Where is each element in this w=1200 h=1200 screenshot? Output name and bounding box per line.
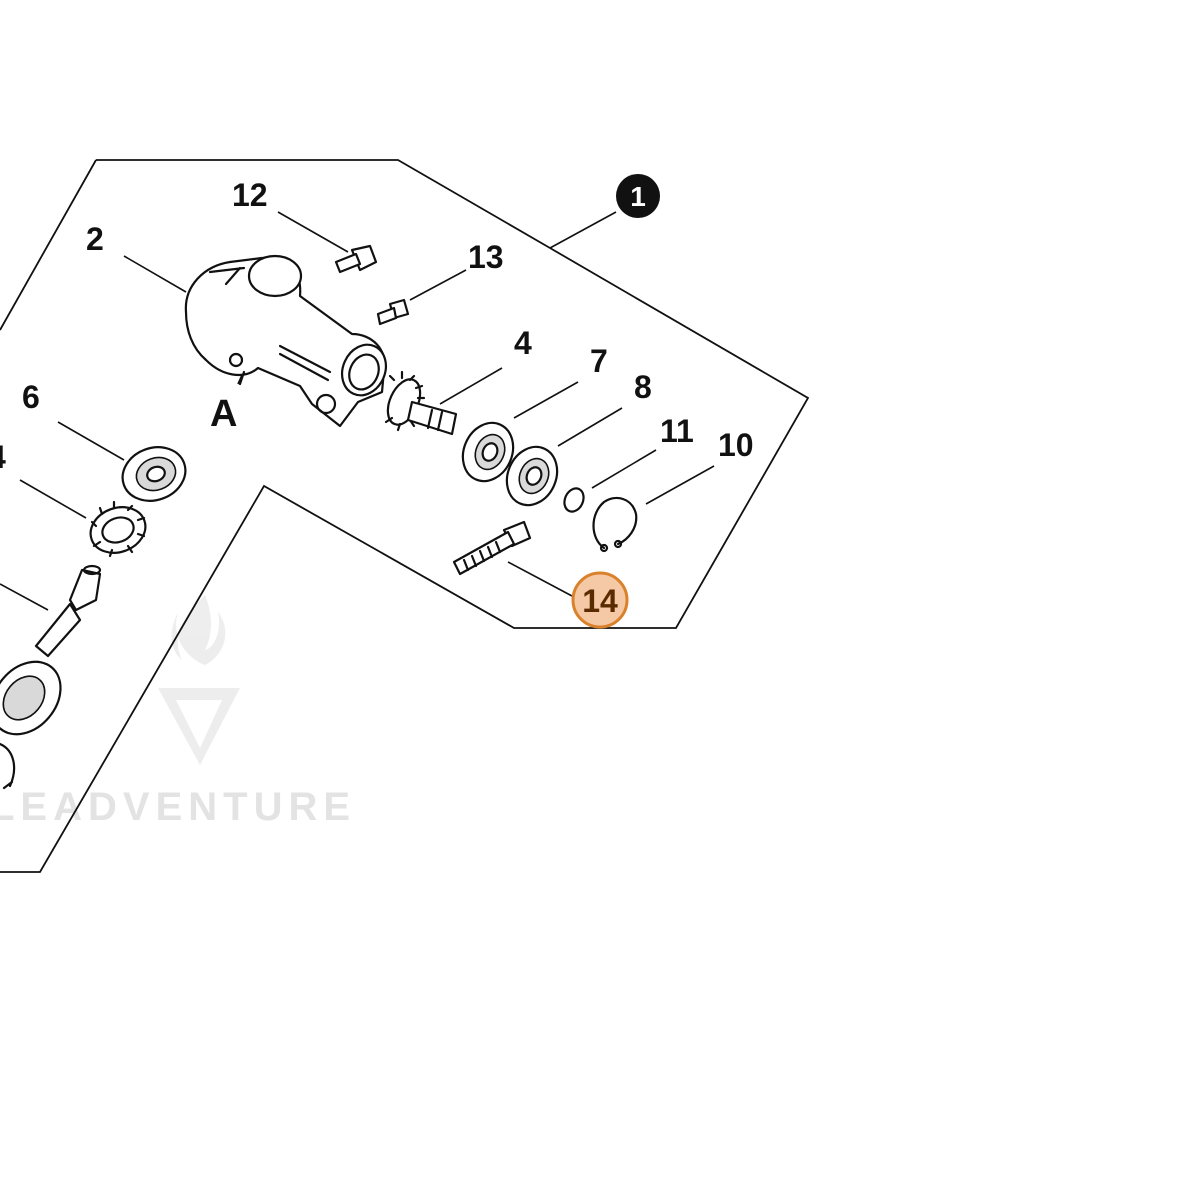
snap-ring-11 xyxy=(563,487,585,513)
bearing-7 xyxy=(461,421,515,483)
callout-4: 4 xyxy=(514,325,532,361)
callout-2: 2 xyxy=(86,221,104,257)
spindle-shaft-left xyxy=(34,564,102,658)
view-marker-arrow xyxy=(238,370,246,386)
callout-13: 13 xyxy=(468,239,504,275)
callout-8: 8 xyxy=(634,369,652,405)
bolt-12 xyxy=(334,244,378,274)
callout-7: 7 xyxy=(590,343,608,379)
gear-case-housing xyxy=(184,254,388,428)
bolt-14 xyxy=(452,520,532,576)
pinion-shaft-4 xyxy=(384,370,458,436)
highlighted-callout-14[interactable]: 14 xyxy=(571,571,629,629)
bevel-gear-4-left xyxy=(89,500,147,558)
callout-4-left: 4 xyxy=(0,439,6,475)
leader-lines xyxy=(0,211,715,611)
view-marker-label: A xyxy=(210,393,237,435)
screw-13 xyxy=(376,298,410,326)
assembly-outline xyxy=(0,159,810,873)
callout-11: 11 xyxy=(660,413,694,449)
assembly-badge-label: 1 xyxy=(630,181,646,212)
watermark-logo xyxy=(158,595,240,765)
bearing-8 xyxy=(505,445,559,507)
bearing-6 xyxy=(121,446,187,502)
circlip-left xyxy=(0,742,16,790)
callout-10: 10 xyxy=(718,427,754,463)
highlighted-callout-14-label: 14 xyxy=(582,583,618,619)
circlip-10 xyxy=(592,496,638,553)
assembly-badge: 1 xyxy=(616,174,660,218)
bearing-left-lower xyxy=(0,660,62,736)
callout-6: 6 xyxy=(22,379,40,415)
callout-12: 12 xyxy=(232,177,268,213)
watermark-text: LEADVENTURE xyxy=(0,785,356,829)
